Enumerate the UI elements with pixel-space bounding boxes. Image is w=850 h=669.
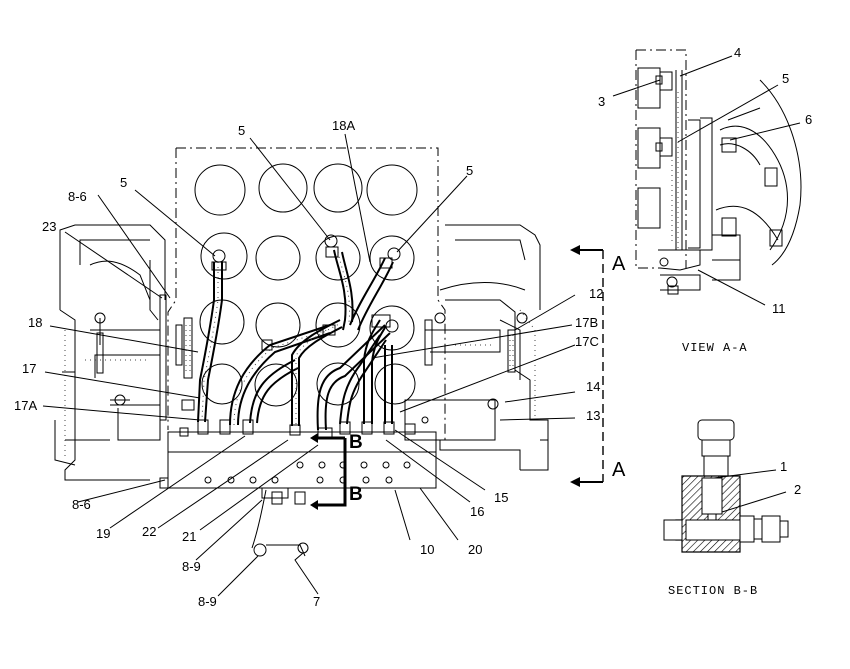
section-b-marker-bottom: B [349,484,363,505]
view-a-callout-4: 4 [734,45,741,60]
section-b-b: 1 2 SECTION B-B [663,419,801,598]
view-a-callout-5: 5 [782,71,789,86]
callout-22: 22 [142,524,156,539]
view-a-cut [570,245,604,487]
callout-8-9-lower: 8-9 [198,594,217,609]
view-a-marker-bottom: A [612,459,626,481]
view-a-leaders [612,55,801,306]
main-view-labels: 5 18A 5 5 8-6 23 18 17 17A 8-6 19 22 21 … [14,118,603,609]
callout-8-6-top: 8-6 [68,189,87,204]
callout-5-left: 5 [120,175,127,190]
view-a-marker-top: A [612,253,626,275]
view-a-callout-11: 11 [772,301,786,316]
callout-18: 18 [28,315,42,330]
callout-8-9-upper: 8-9 [182,559,201,574]
callout-10: 10 [420,542,434,557]
callout-17: 17 [22,361,36,376]
leader-lines [42,133,576,597]
view-a-caption: VIEW A-A [682,341,748,355]
section-b-marker-top: B [349,432,363,453]
callout-8-6-bottom: 8-6 [72,497,91,512]
section-b-callout-2: 2 [794,482,801,497]
right-frame [404,224,549,471]
panel-outline-dashed [176,147,446,440]
section-b-cut [310,433,347,510]
view-a-a: 3 4 5 6 11 VIEW A-A [598,45,812,355]
callout-12: 12 [589,286,603,301]
callout-19: 19 [96,526,110,541]
main-view: B B A A [14,118,626,609]
left-frame [54,224,166,481]
manifold-block [159,419,437,505]
callout-5-right: 5 [466,163,473,178]
callout-13: 13 [586,408,600,423]
callout-16: 16 [470,504,484,519]
callout-7: 7 [313,594,320,609]
callout-23: 23 [42,219,56,234]
callout-17a: 17A [14,398,37,413]
callout-17c: 17C [575,334,599,349]
callout-15: 15 [494,490,508,505]
bolts [96,294,516,421]
panel-holes [194,163,418,407]
section-b-caption: SECTION B-B [668,584,758,598]
bracket-part-7 [251,489,309,557]
callout-14: 14 [586,379,600,394]
hose-fittings [181,234,401,411]
section-b-callout-1: 1 [780,459,787,474]
callout-21: 21 [182,529,196,544]
callout-18a: 18A [332,118,355,133]
callout-17b: 17B [575,315,598,330]
view-a-callout-6: 6 [805,112,812,127]
callout-20: 20 [468,542,482,557]
callout-5-center: 5 [238,123,245,138]
view-a-callout-3: 3 [598,94,605,109]
